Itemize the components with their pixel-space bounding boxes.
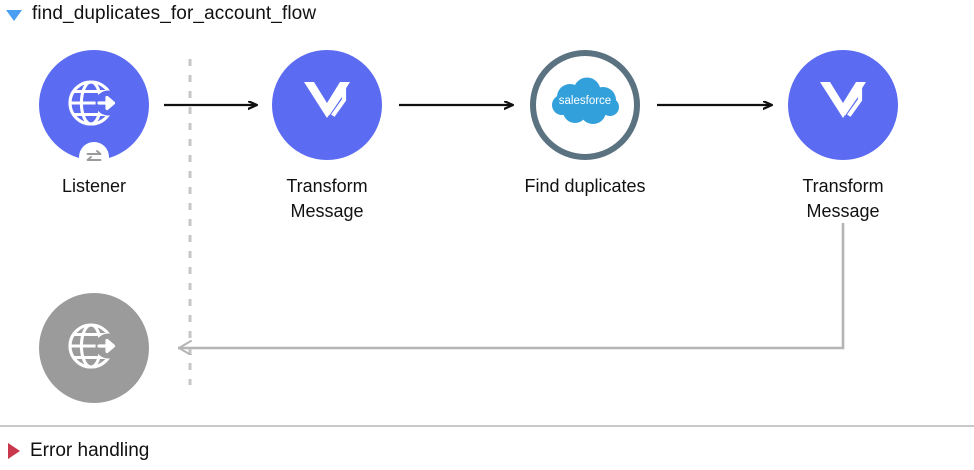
- exchange-arrows-icon: [79, 142, 109, 172]
- listener-response-circle[interactable]: [39, 293, 149, 403]
- dataweave-transform-icon: [812, 74, 874, 137]
- flow-node-label: Transform Message: [802, 176, 884, 221]
- transform-message-circle[interactable]: [272, 50, 382, 160]
- globe-arrow-icon: [62, 314, 126, 383]
- find-duplicates-circle[interactable]: salesforce: [530, 50, 640, 160]
- flow-node-label: Transform Message: [286, 176, 368, 221]
- transform-message-circle[interactable]: [788, 50, 898, 160]
- section-divider: [0, 425, 974, 427]
- flow-canvas: Listener Transform Message: [0, 28, 974, 425]
- connector-return-path: [178, 223, 845, 348]
- flow-node-listener[interactable]: Listener: [19, 50, 169, 199]
- error-handling-section[interactable]: Error handling: [0, 432, 149, 470]
- page-title: find_duplicates_for_account_flow: [32, 3, 317, 24]
- listener-circle[interactable]: [39, 50, 149, 172]
- salesforce-cloud-icon: salesforce: [548, 77, 622, 134]
- flow-header[interactable]: find_duplicates_for_account_flow: [0, 0, 316, 28]
- flow-node-find-duplicates[interactable]: salesforce Find duplicates: [510, 50, 660, 199]
- triangle-right-icon[interactable]: [8, 443, 20, 459]
- connector-layer: [164, 59, 845, 385]
- dataweave-transform-icon: [296, 74, 358, 137]
- globe-arrow-icon: [62, 71, 126, 140]
- flow-node-listener-response[interactable]: [19, 293, 169, 417]
- flow-node-label: Find duplicates: [524, 176, 646, 196]
- salesforce-wordmark: salesforce: [559, 95, 611, 107]
- triangle-down-icon[interactable]: [6, 9, 22, 21]
- error-handling-label: Error handling: [30, 440, 150, 461]
- flow-node-transform-message-2[interactable]: Transform Message: [768, 50, 918, 224]
- flow-node-transform-message-1[interactable]: Transform Message: [252, 50, 402, 224]
- flow-node-label: Listener: [61, 176, 127, 196]
